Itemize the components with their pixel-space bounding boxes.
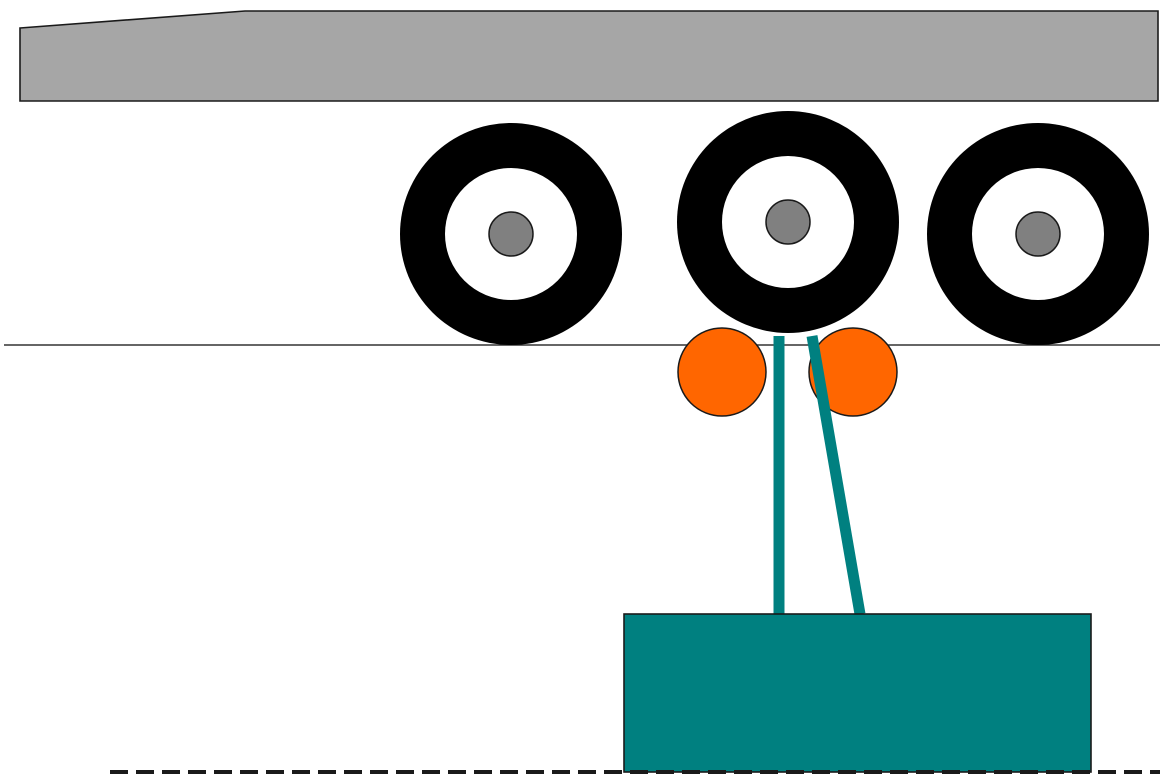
rail-segment (188, 770, 206, 774)
rail-segment (318, 770, 336, 774)
rail-segment (916, 770, 934, 774)
rail-segment (422, 770, 440, 774)
rail-segment (396, 770, 414, 774)
rail-segment (552, 770, 570, 774)
rail-segment (448, 770, 466, 774)
wheel-center-hub (765, 199, 811, 245)
cable-angled (806, 335, 866, 615)
rail-segment (500, 770, 518, 774)
rail-segment (578, 770, 596, 774)
rail-segment (240, 770, 258, 774)
weight-block (623, 613, 1092, 773)
rail-segment (942, 770, 960, 774)
rail-segment (760, 770, 778, 774)
rail-segment (214, 770, 232, 774)
wheel-left (400, 123, 622, 345)
rail-segment (370, 770, 388, 774)
rail-segment (994, 770, 1012, 774)
rail-segment (526, 770, 544, 774)
rail-segment (708, 770, 726, 774)
wheel-center (677, 111, 899, 333)
roller-left (677, 327, 767, 417)
rail-segment (136, 770, 154, 774)
rail-segment (1072, 770, 1090, 774)
rail-segment (682, 770, 700, 774)
rail-segment (110, 770, 128, 774)
rail-segment (1020, 770, 1038, 774)
rail-segment (1124, 770, 1142, 774)
rail-segment (838, 770, 856, 774)
wheel-left-hub (488, 211, 534, 257)
wheel-right (927, 123, 1149, 345)
trailer-bed (19, 10, 1159, 102)
bottom-rail (110, 770, 1160, 774)
rail-segment (630, 770, 648, 774)
rail-segment (786, 770, 804, 774)
wheel-right-hub (1015, 211, 1061, 257)
rail-segment (292, 770, 310, 774)
rail-segment (266, 770, 284, 774)
rail-segment (656, 770, 674, 774)
rail-segment (1150, 770, 1160, 774)
roller-right (808, 327, 898, 417)
rail-segment (864, 770, 882, 774)
rail-segment (604, 770, 622, 774)
rail-segment (344, 770, 362, 774)
rail-segment (812, 770, 830, 774)
rail-segment (1046, 770, 1064, 774)
rail-segment (968, 770, 986, 774)
rail-segment (734, 770, 752, 774)
rail-segment (474, 770, 492, 774)
rail-segment (1098, 770, 1116, 774)
rail-segment (162, 770, 180, 774)
rail-segment (890, 770, 908, 774)
